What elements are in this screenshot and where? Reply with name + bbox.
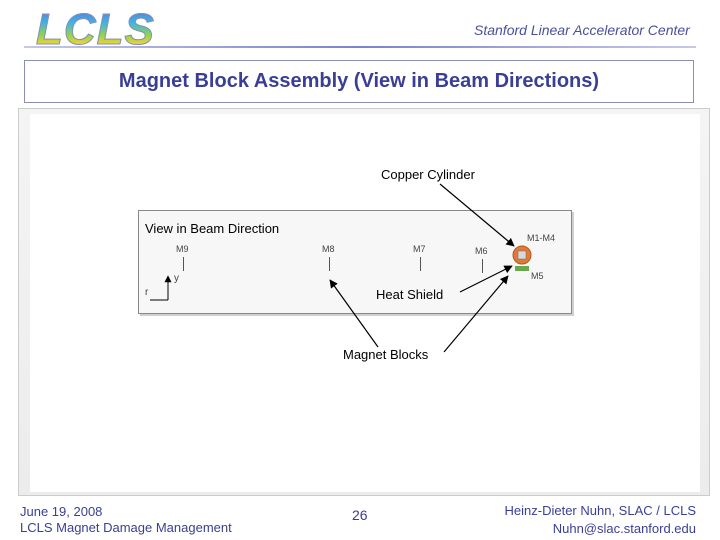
magnet-m7-marker <box>420 257 421 271</box>
axis-y-label: y <box>174 273 179 284</box>
magnet-blocks-label: Magnet Blocks <box>343 347 429 362</box>
axis-r-label: r <box>145 287 149 298</box>
magnet-m6-marker <box>482 259 483 273</box>
beam-view-box: View in Beam Direction M9 M8 M7 M6 M1-M4… <box>138 210 572 314</box>
footer-author: Heinz-Dieter Nuhn, SLAC / LCLS <box>504 503 696 518</box>
title-box: Magnet Block Assembly (View in Beam Dire… <box>24 60 694 103</box>
heat-shield-label: Heat Shield <box>376 287 444 302</box>
footer-right: Heinz-Dieter Nuhn, SLAC / LCLS Nuhn@slac… <box>505 502 696 538</box>
footer-subtitle: LCLS Magnet Damage Management <box>20 520 232 535</box>
magnet-m1-m4-label: M1-M4 <box>527 233 556 243</box>
magnet-m6-label: M6 <box>475 246 488 256</box>
magnet-m8-label: M8 <box>322 244 335 254</box>
page-number: 26 <box>352 507 368 523</box>
slide-title: Magnet Block Assembly (View in Beam Dire… <box>118 70 600 92</box>
magnet-m8-marker <box>329 257 330 271</box>
lcls-logo: LCLS <box>36 5 155 54</box>
footer-email: Nuhn@slac.stanford.edu <box>552 521 696 536</box>
footer-date: June 19, 2008 <box>20 504 103 519</box>
header-divider <box>24 46 696 48</box>
footer-left: June 19, 2008 LCLS Magnet Damage Managem… <box>20 504 232 536</box>
organization-name: Stanford Linear Accelerator Center <box>474 22 690 38</box>
slide-header: LCLS Stanford Linear Accelerator Center <box>0 0 720 58</box>
magnet-m9-label: M9 <box>176 244 189 254</box>
magnet-m9-marker <box>183 257 184 271</box>
beam-view-title: View in Beam Direction <box>145 221 280 236</box>
magnet-m5-label: M5 <box>531 271 544 281</box>
copper-cylinder-label: Copper Cylinder <box>381 167 475 182</box>
magnet-m7-label: M7 <box>413 244 426 254</box>
